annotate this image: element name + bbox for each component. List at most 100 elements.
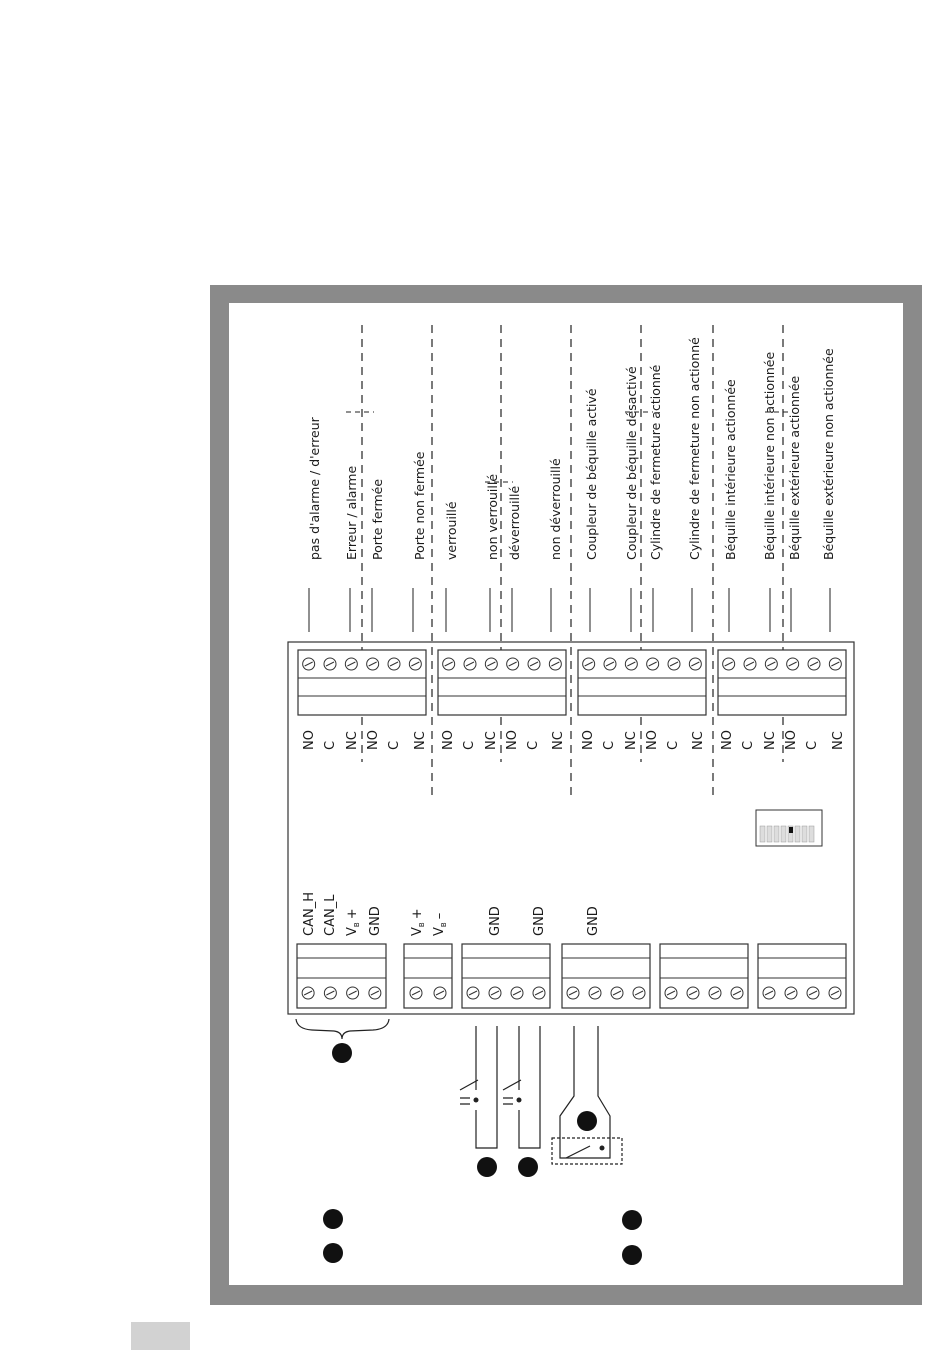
screw-slot	[348, 990, 357, 996]
callout-marker	[323, 1209, 343, 1229]
svg-text:VB+: VB+	[345, 908, 361, 936]
controller-board	[287, 641, 855, 1015]
terminal-label: C	[526, 741, 541, 750]
screw-slot	[710, 990, 720, 996]
output-label: Béquille intérieure actionnée	[723, 379, 738, 560]
screw-slot	[669, 661, 679, 667]
screw-slot	[389, 661, 399, 667]
screw-slot	[691, 661, 700, 667]
screw-slot	[732, 990, 742, 996]
bus-brace	[295, 1018, 390, 1040]
terminal-label: C	[387, 741, 402, 750]
terminal-label: NC	[624, 731, 639, 750]
relay-terminal-labels: NO C NC NO C NC NO C NC NO C NC NO C NC …	[302, 730, 846, 750]
terminal-label: NO	[505, 730, 520, 750]
screw-slot	[370, 990, 380, 996]
screw-slot	[568, 990, 578, 996]
gnd-label: GND	[532, 906, 547, 936]
callout-marker	[332, 1043, 352, 1063]
screw-slot	[411, 990, 421, 996]
terminal-block	[717, 649, 847, 716]
screw-slot	[325, 661, 335, 667]
terminal-label: NC	[763, 731, 778, 750]
diagram-panel	[229, 303, 903, 1285]
screw-slot	[767, 661, 776, 667]
callout-markers	[323, 1043, 642, 1265]
svg-text:VB+: VB+	[410, 908, 426, 936]
screw-slot	[745, 661, 755, 667]
screw-slot	[666, 990, 676, 996]
output-label: verrouillé	[444, 501, 459, 560]
screw-slot	[764, 990, 774, 996]
can-h-label: CAN_H	[302, 892, 317, 936]
screw-slot	[368, 661, 377, 667]
screw-slot	[724, 661, 733, 667]
terminal-block	[403, 943, 453, 1009]
external-wiring	[459, 1026, 623, 1165]
output-label: Coupleur de béquille activé	[584, 388, 599, 560]
screw-slot	[435, 990, 445, 996]
terminal-label: NO	[645, 730, 660, 750]
screw-slot	[605, 661, 615, 667]
gnd-label: GND	[586, 906, 601, 936]
terminal-label: NC	[484, 731, 499, 750]
relay-blocks	[296, 649, 847, 1009]
output-label: Coupleur de béquille désactivé	[624, 366, 639, 560]
terminal-label: C	[805, 741, 820, 750]
callout-marker	[622, 1245, 642, 1265]
terminal-label: NC	[413, 731, 428, 750]
output-label: pas d'alarme / d'erreur	[307, 416, 322, 560]
screw-slot	[688, 990, 698, 996]
screw-slot	[551, 661, 560, 667]
screw-slot	[534, 990, 544, 996]
output-labels: pas d'alarme / d'erreur Erreur / alarme …	[307, 337, 836, 560]
output-label: non verrouillé	[485, 474, 500, 560]
screw-slot	[490, 990, 500, 996]
screw-slot	[508, 661, 517, 667]
output-label: déverrouillé	[507, 486, 522, 560]
terminal-block	[297, 649, 427, 716]
screw-slot	[584, 661, 593, 667]
screw-slot	[590, 990, 600, 996]
terminal-label: NC	[551, 731, 566, 750]
output-label: Béquille intérieure non actionnée	[762, 351, 777, 560]
leader-lines	[308, 588, 831, 632]
screw-slot	[411, 661, 420, 667]
screw-slot	[304, 661, 313, 667]
terminal-label: NC	[831, 731, 846, 750]
screw-slot	[634, 990, 644, 996]
screw-slot	[347, 661, 356, 667]
screw-slot	[465, 661, 475, 667]
page-tab	[131, 1322, 190, 1350]
output-label: Cylindre de fermeture non actionné	[687, 337, 702, 560]
terminal-label: NO	[441, 730, 456, 750]
can-l-label: CAN_L	[323, 894, 338, 936]
output-label: Erreur / alarme	[344, 466, 359, 560]
terminal-label: NO	[720, 730, 735, 750]
output-label: Cylindre de fermeture actionné	[648, 364, 663, 560]
screw-slot	[512, 990, 522, 996]
terminal-label: C	[741, 741, 756, 750]
terminal-block	[437, 649, 567, 716]
board-outline	[287, 641, 855, 1015]
terminal-label: C	[462, 741, 477, 750]
screw-slot	[529, 661, 539, 667]
terminal-label: C	[323, 741, 338, 750]
screw-slot	[468, 990, 478, 996]
screw-slot	[627, 661, 636, 667]
screw-slot	[808, 990, 818, 996]
terminal-label: C	[602, 741, 617, 750]
callout-marker	[622, 1210, 642, 1230]
output-label: Porte fermée	[370, 479, 385, 560]
screw-slot	[830, 990, 840, 996]
screw-slot	[786, 990, 796, 996]
output-label: Béquille extérieure actionnée	[787, 375, 802, 560]
switch-contacts	[473, 1097, 605, 1151]
screw-slot	[788, 661, 797, 667]
terminal-label: NO	[581, 730, 596, 750]
terminal-block	[577, 649, 707, 716]
gnd-label: GND	[488, 906, 503, 936]
gnd-label: GND	[368, 906, 383, 936]
dip-switch	[755, 809, 823, 847]
